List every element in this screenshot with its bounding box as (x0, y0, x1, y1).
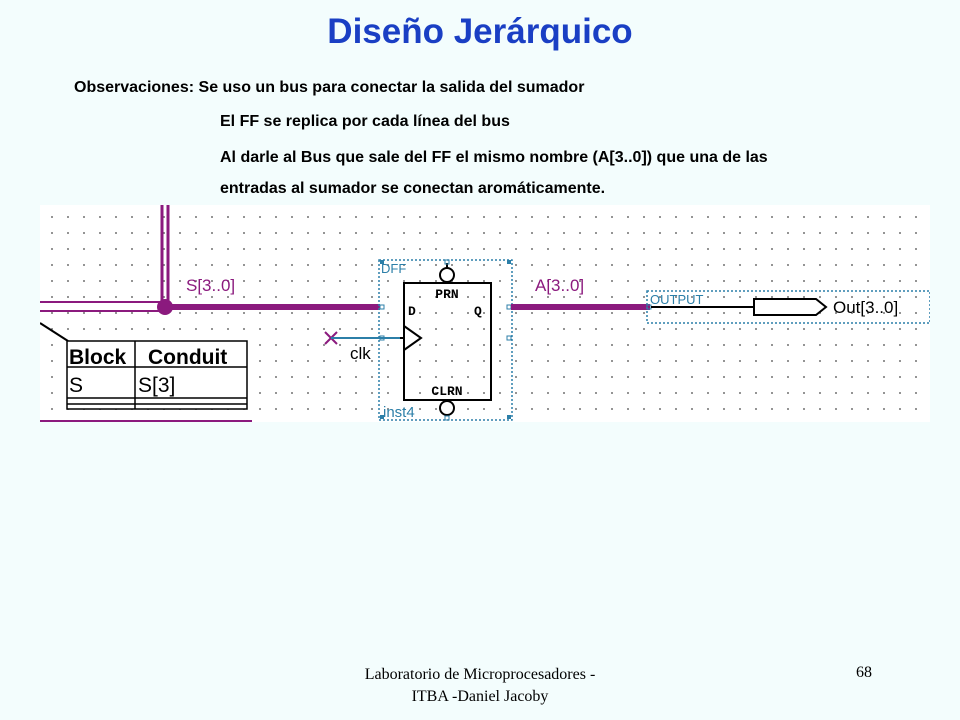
dff-instance-label: inst4 (383, 404, 415, 421)
pin-marker (379, 304, 385, 310)
observation-text-1: Se uso un bus para conectar la salida de… (198, 79, 585, 96)
schematic-canvas: S[3..0] clk DFF PRN CLRN D Q inst4 (40, 205, 930, 422)
footer-credit: Laboratorio de Microprocesadores - ITBA … (300, 664, 660, 708)
observation-line-1: Observaciones: Se uso un bus para conect… (74, 79, 584, 97)
observation-line-2: El FF se replica por cada línea del bus (220, 113, 510, 130)
output-pin-icon[interactable] (753, 298, 828, 316)
table-header-block: Block (69, 346, 127, 369)
observation-line-4: entradas al sumador se conectan aromátic… (220, 180, 606, 197)
dff-body[interactable] (403, 282, 492, 401)
observation-label: Observaciones: (74, 79, 195, 96)
dff-preset-label: PRN (435, 287, 458, 302)
pin-marker (444, 259, 450, 265)
table-cell: S[3] (138, 374, 175, 397)
bus-in-label: S[3..0] (186, 276, 235, 295)
clrn-bubble-icon (439, 400, 455, 416)
prn-bubble-icon (439, 267, 455, 283)
selection-handle (380, 415, 384, 419)
dff-d-pin-label: D (408, 304, 416, 319)
selection-handle (507, 415, 511, 419)
conduit-pointer (40, 322, 69, 342)
footer-line-1: Laboratorio de Microprocesadores - (364, 666, 596, 683)
clock-triangle-icon (403, 325, 423, 351)
page-number: 68 (856, 664, 872, 681)
output-name: Out[3..0] (833, 298, 898, 317)
output-type-label: OUTPUT (650, 292, 704, 307)
dff-q-pin-label: Q (474, 304, 482, 319)
pin-marker (444, 415, 450, 421)
pin-marker (506, 304, 512, 310)
table-header-conduit: Conduit (148, 346, 227, 369)
pin-marker (379, 335, 385, 341)
selection-handle (507, 260, 511, 264)
bus-out-label: A[3..0] (535, 276, 584, 295)
pin-marker (506, 335, 512, 341)
table-cell: S (69, 374, 83, 397)
bus-junction (157, 299, 173, 315)
clock-label: clk (350, 344, 371, 363)
observation-line-3: Al darle al Bus que sale del FF el mismo… (220, 149, 768, 166)
dff-type-label: DFF (381, 261, 406, 276)
footer-line-2: ITBA -Daniel Jacoby (411, 688, 549, 705)
slide-title: Diseño Jerárquico (327, 12, 633, 51)
dff-clear-label: CLRN (431, 384, 462, 399)
selection-handle (380, 260, 384, 264)
dff-selection[interactable] (378, 259, 513, 421)
schematic-drawing: S[3..0] clk DFF PRN CLRN D Q inst4 (40, 205, 930, 422)
